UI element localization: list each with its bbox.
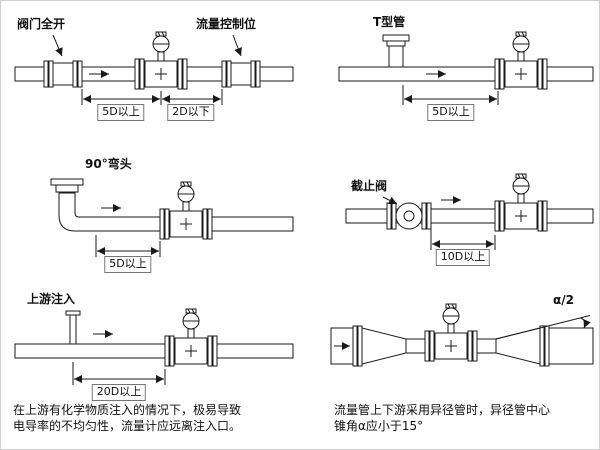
panel-valve-full-open — [14, 31, 294, 105]
elbow-flange — [50, 178, 84, 186]
dim-label-5d-upstream: 5D以上 — [97, 104, 145, 121]
dim-label-10d: 10D以上 — [435, 249, 491, 266]
elbow-pipe — [58, 192, 294, 232]
dim-label-2d-downstream: 2D以下 — [167, 104, 215, 121]
leader-flow-control — [232, 34, 242, 57]
label-upstream-injection: 上游注入 — [27, 292, 76, 306]
big-pipe-right — [548, 327, 594, 365]
upstream-valve — [43, 60, 83, 88]
flowmeter — [424, 303, 478, 362]
leader-stop-valve — [382, 196, 398, 205]
label-t-pipe: T型管 — [373, 15, 406, 29]
dim-label-5d-elbow: 5D以上 — [104, 256, 152, 273]
cone-angle-line — [495, 315, 591, 340]
panel-reducer — [330, 303, 594, 367]
label-valve-open: 阀门全开 — [17, 17, 66, 31]
flowmeter — [164, 308, 218, 367]
label-elbow-90: 90°弯头 — [85, 157, 132, 171]
caption-reducer: 流量管上下游采用异径管时，异径管中心 锥角α应小于15° — [334, 403, 551, 434]
caption-injection: 在上游有化学物质注入的情况下，极易导致 电导率的不均匀性，流量计应远离注入口。 — [13, 403, 242, 434]
label-stop-valve: 截止阀 — [351, 179, 388, 193]
stop-valve — [386, 202, 432, 230]
flowmeter — [494, 173, 548, 232]
panel-stop-valve — [345, 173, 594, 250]
flowmeter — [159, 181, 213, 240]
label-angle-half: α/2 — [553, 293, 574, 307]
leader-valve-open — [52, 34, 63, 57]
panel-elbow-90 — [50, 178, 294, 257]
flowmeter — [494, 31, 548, 90]
dim-label-20d: 20D以上 — [91, 384, 147, 401]
reducer-cone-left — [361, 327, 407, 365]
flow-control-valve — [221, 60, 261, 88]
tee-branch-pipe — [388, 45, 404, 68]
flowmeter — [134, 31, 188, 90]
tee-flange — [382, 34, 410, 42]
panel-t-pipe — [338, 31, 594, 105]
dim-label-5d-tee: 5D以上 — [427, 104, 475, 121]
angle-arc-arrow — [580, 317, 591, 329]
panel-upstream-injection — [14, 308, 294, 385]
injection-pipe — [69, 314, 77, 345]
label-flow-control: 流量控制位 — [196, 17, 257, 31]
